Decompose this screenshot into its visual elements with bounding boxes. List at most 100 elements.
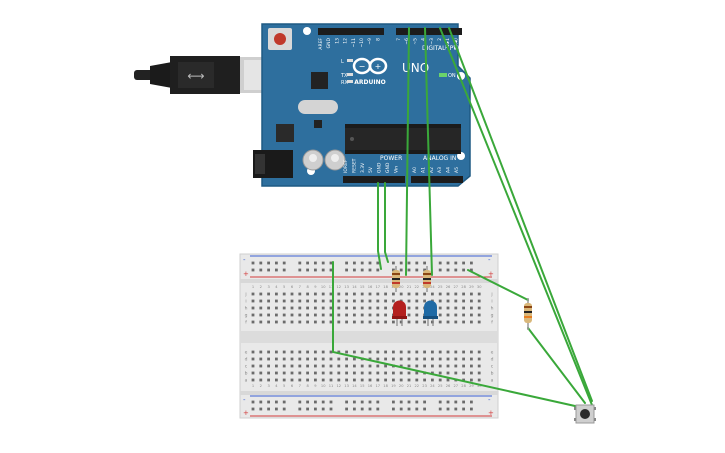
row-letter: a bbox=[491, 379, 494, 384]
rail-hole bbox=[462, 400, 465, 404]
breadboard-hole bbox=[314, 313, 317, 317]
rail-hole bbox=[368, 400, 372, 404]
row-letter: a bbox=[245, 379, 248, 384]
breadboard-hole bbox=[329, 364, 333, 368]
breadboard-hole bbox=[384, 320, 387, 324]
breadboard-hole bbox=[267, 306, 270, 310]
rail-hole bbox=[407, 400, 411, 404]
rail-hole bbox=[423, 268, 426, 272]
column-number: 15 bbox=[360, 285, 365, 289]
rail-hole bbox=[438, 268, 442, 272]
breadboard-hole bbox=[290, 357, 294, 361]
breadboard-hole bbox=[431, 350, 434, 354]
rail-hole bbox=[446, 407, 450, 411]
breadboard-hole bbox=[298, 350, 302, 354]
breadboard-holes bbox=[251, 261, 481, 411]
rail-hole bbox=[454, 407, 458, 411]
breadboard-hole bbox=[321, 350, 325, 354]
rail-hole bbox=[407, 268, 411, 272]
column-number: 3 bbox=[267, 285, 269, 289]
rail-hole bbox=[259, 268, 263, 272]
breadboard-hole bbox=[446, 320, 450, 324]
breadboard-hole bbox=[259, 320, 263, 324]
breadboard-hole bbox=[462, 357, 465, 361]
column-number: 2 bbox=[260, 384, 262, 388]
breadboard-hole bbox=[275, 378, 278, 382]
breadboard-hole bbox=[407, 320, 411, 324]
breadboard-hole bbox=[407, 357, 411, 361]
rail-hole bbox=[415, 261, 419, 265]
breadboard-hole bbox=[392, 292, 395, 296]
breadboard-hole bbox=[282, 378, 286, 382]
breadboard-hole bbox=[345, 306, 348, 310]
breadboard-hole bbox=[477, 313, 481, 317]
breadboard-hole bbox=[454, 350, 458, 354]
breadboard-hole bbox=[360, 306, 364, 310]
breadboard-hole bbox=[477, 357, 481, 361]
breadboard-hole bbox=[290, 292, 294, 296]
breadboard-hole bbox=[259, 313, 263, 317]
breadboard-hole bbox=[407, 292, 411, 296]
push-button[interactable] bbox=[574, 404, 596, 424]
breadboard-hole bbox=[290, 299, 294, 303]
wire-pin7 bbox=[405, 27, 410, 276]
breadboard-hole bbox=[360, 292, 364, 296]
breadboard-hole bbox=[399, 357, 403, 361]
rail-hole bbox=[423, 407, 426, 411]
breadboard-hole bbox=[267, 299, 270, 303]
led-red bbox=[392, 300, 407, 326]
breadboard-hole bbox=[275, 350, 278, 354]
rail-hole bbox=[329, 261, 333, 265]
breadboard-hole bbox=[384, 292, 387, 296]
rail-hole bbox=[407, 261, 411, 265]
rail-hole bbox=[399, 261, 403, 265]
breadboard-hole bbox=[415, 350, 419, 354]
rail-hole bbox=[438, 400, 442, 404]
breadboard-hole bbox=[345, 378, 348, 382]
rail-plus-bottom: + bbox=[243, 409, 249, 417]
breadboard-hole bbox=[314, 378, 317, 382]
breadboard-hole bbox=[477, 350, 481, 354]
breadboard-hole bbox=[360, 299, 364, 303]
header-power bbox=[343, 176, 405, 183]
column-number: 1 bbox=[252, 384, 254, 388]
breadboard-hole bbox=[470, 357, 473, 361]
breadboard-hole bbox=[329, 306, 333, 310]
breadboard-hole bbox=[470, 371, 473, 375]
rail-hole bbox=[282, 261, 286, 265]
rail-hole bbox=[360, 268, 364, 272]
column-number: 29 bbox=[469, 285, 474, 289]
breadboard-hole bbox=[392, 299, 395, 303]
breadboard-hole bbox=[275, 371, 278, 375]
breadboard-hole bbox=[470, 292, 473, 296]
breadboard-hole bbox=[462, 364, 465, 368]
breadboard-hole bbox=[321, 371, 325, 375]
breadboard-hole bbox=[423, 299, 426, 303]
reset-button[interactable] bbox=[268, 28, 292, 50]
breadboard-hole bbox=[314, 357, 317, 361]
rail-hole bbox=[345, 400, 348, 404]
usb-chip bbox=[311, 72, 328, 89]
breadboard-hole bbox=[384, 378, 387, 382]
breadboard-hole bbox=[321, 364, 325, 368]
breadboard-hole bbox=[314, 306, 317, 310]
breadboard-hole bbox=[345, 364, 348, 368]
column-number: 28 bbox=[461, 384, 466, 388]
column-number: 24 bbox=[430, 285, 435, 289]
breadboard-hole bbox=[360, 371, 364, 375]
rail-hole bbox=[360, 407, 364, 411]
breadboard-hole bbox=[454, 292, 458, 296]
rail-hole bbox=[267, 261, 270, 265]
breadboard-hole bbox=[392, 357, 395, 361]
breadboard-hole bbox=[446, 357, 450, 361]
breadboard-hole bbox=[477, 371, 481, 375]
breadboard-hole bbox=[314, 371, 317, 375]
breadboard-hole bbox=[329, 350, 333, 354]
breadboard-hole bbox=[360, 378, 364, 382]
breadboard-hole bbox=[368, 313, 372, 317]
breadboard-hole bbox=[446, 378, 450, 382]
breadboard-hole bbox=[415, 292, 419, 296]
column-number: 10 bbox=[321, 285, 326, 289]
row-letter: g bbox=[491, 314, 494, 319]
rail-hole bbox=[353, 268, 356, 272]
